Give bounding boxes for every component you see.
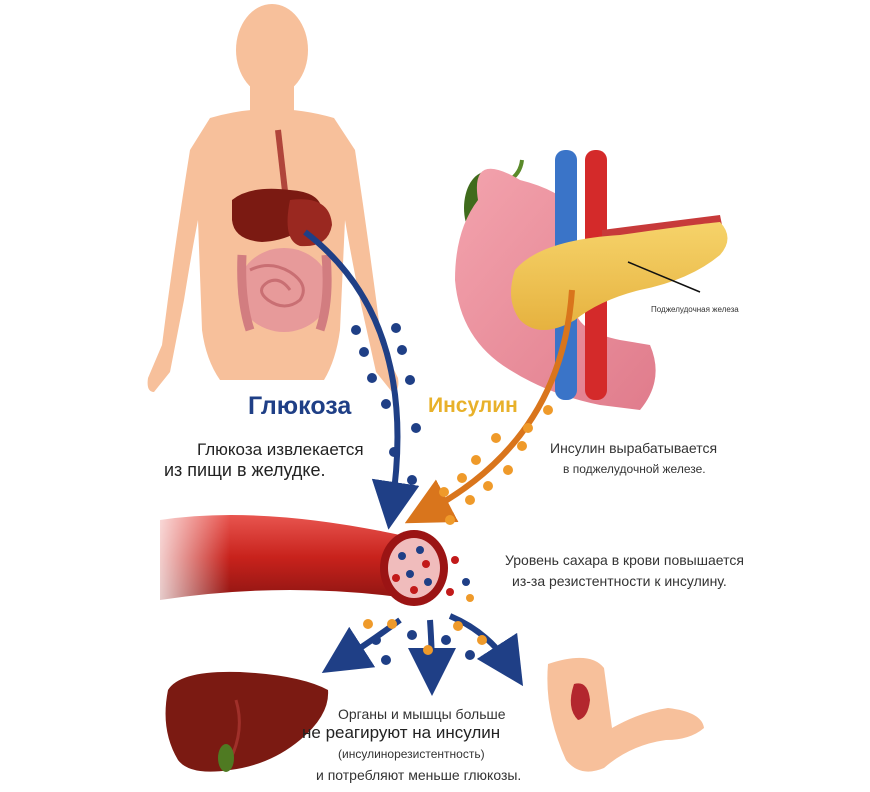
pancreas-icon — [455, 150, 728, 410]
arm-muscle-icon — [547, 657, 704, 772]
organs-caption-line3: (инсулинорезистентность) — [338, 747, 485, 761]
glucose-caption-line1: Глюкоза извлекается — [197, 440, 364, 459]
insulin-caption-line1: Инсулин вырабатывается — [550, 440, 718, 456]
blood-vessel-icon — [140, 505, 448, 615]
human-body-icon — [147, 4, 399, 392]
organs-caption-line4: и потребляют меньше глюкозы. — [316, 767, 522, 783]
liver-icon — [165, 671, 329, 772]
glucose-caption-line2: из пищи в желудке. — [164, 460, 326, 480]
sugar-caption-line1: Уровень сахара в крови повышается — [505, 552, 744, 568]
pancreas-label: Поджелудочная железа — [651, 305, 739, 314]
organs-caption-line2: не реагируют на инсулин — [302, 723, 501, 742]
insulin-arrow — [404, 289, 575, 524]
vessel-content-dots — [392, 546, 474, 602]
glucose-label: Глюкоза — [248, 392, 352, 420]
insulin-dots — [363, 405, 553, 655]
organs-caption-line1: Органы и мышцы больше — [338, 706, 506, 722]
glucose-dots — [351, 323, 475, 665]
sugar-caption-line2: из-за резистентности к инсулину. — [512, 573, 727, 589]
glucose-arrow — [303, 229, 420, 530]
insulin-label: Инсулин — [428, 394, 518, 417]
insulin-caption-line2: в поджелудочной железе. — [563, 462, 706, 476]
